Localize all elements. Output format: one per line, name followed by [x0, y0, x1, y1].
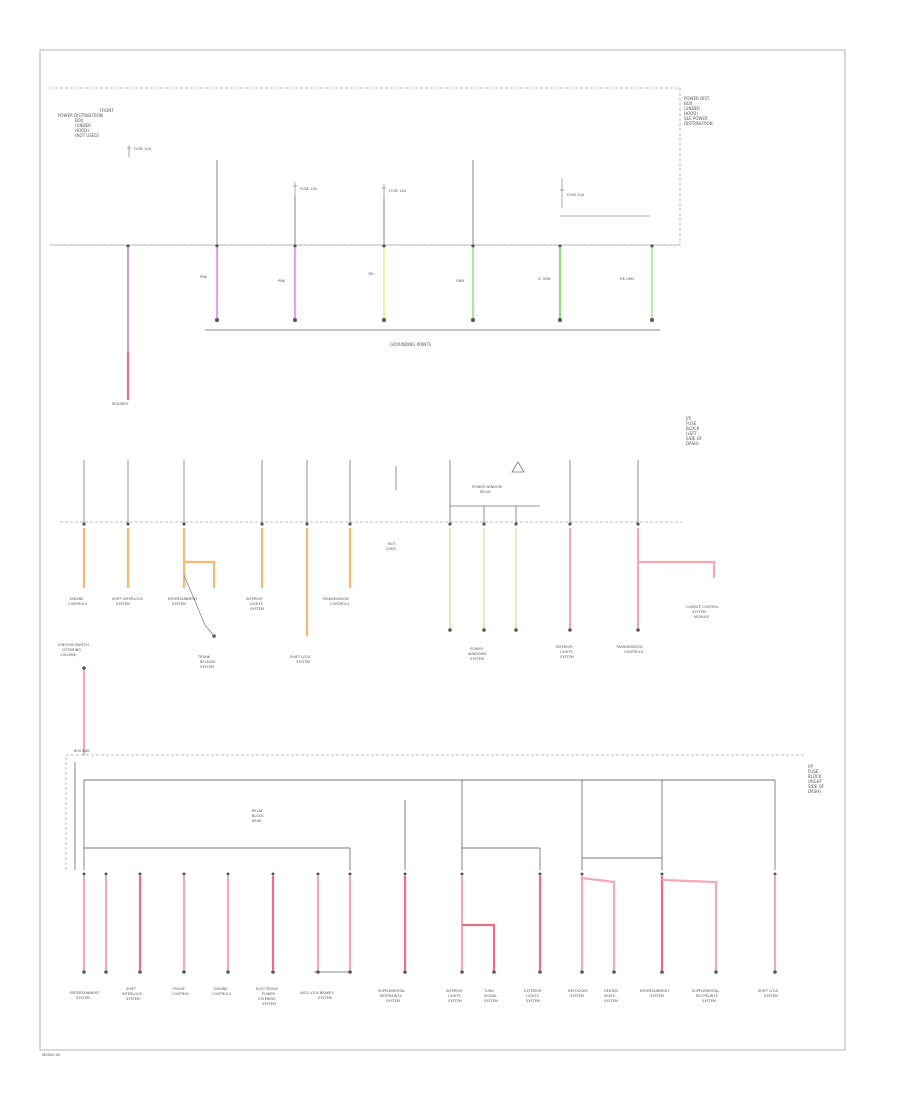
connector-dot: [126, 244, 654, 322]
top-box-left-label: FRONT POWER DISTRIBUTION BOX (UNDER HOOD…: [58, 108, 115, 138]
bottom-bus-lines: [74, 762, 776, 870]
mid-box-right-label: I/P FUSE BLOCK (LEFT SIDE OF DASH): [686, 416, 703, 446]
relay-label: POWER WINDOW RELAY: [472, 485, 503, 494]
svg-text:LT GRN: LT GRN: [538, 277, 551, 281]
bottom-box-outline: [65, 754, 805, 870]
bottom-section: BUS BAR I/P FUSE BLOCK (RIGHT SIDE OF DA…: [65, 749, 825, 1006]
fuse-label: FUSE 15A: [300, 187, 318, 191]
top-box-outline: [50, 87, 681, 246]
fuse-label: FUSE 20A: [567, 193, 585, 197]
wire-labels: PNK PNK YEL GRN LT GRN DK GRN: [200, 272, 634, 283]
connector-dot: [82, 872, 777, 974]
svg-text:GRN: GRN: [456, 279, 464, 283]
middle-section: I/P FUSE BLOCK (LEFT SIDE OF DASH) POWER…: [60, 416, 719, 669]
diagram-code: W0000-00: [42, 1053, 60, 1057]
red-wire-label: RED/WHT: [112, 402, 130, 406]
fuse-label: FUSE 10A: [134, 147, 152, 151]
mid-wires: [82, 528, 716, 636]
top-section: FRONT POWER DISTRIBUTION BOX (UNDER HOOD…: [50, 87, 713, 406]
connector-dot: [82, 522, 640, 638]
connector-dot: [82, 666, 86, 670]
fuse-label: FUSE 15A: [389, 189, 407, 193]
mid-fuse-lines: [83, 460, 639, 522]
relay-block-label: RELAY BLOCK REAR: [252, 809, 265, 823]
top-feed-lines: [216, 160, 474, 245]
bottom-box-right-label: I/P FUSE BLOCK (RIGHT SIDE OF DASH): [808, 764, 825, 794]
ignition-switch-label: IGNITION SWITCH (STEERING COLUMN): [58, 643, 90, 657]
bottom-wires: [82, 876, 777, 970]
switch-symbol: [183, 574, 215, 637]
svg-text:YEL: YEL: [368, 272, 374, 276]
bus-bar-label: BUS BAR: [74, 749, 90, 753]
top-wires: [126, 248, 654, 400]
svg-text:PNK: PNK: [200, 275, 208, 279]
top-box-right-label: POWER DIST. BOX (UNDER HOOD) SEE POWER D…: [684, 96, 713, 126]
grounding-label: GROUNDING POINTS: [390, 342, 432, 347]
svg-text:PNK: PNK: [278, 279, 286, 283]
svg-text:DK GRN: DK GRN: [620, 277, 634, 281]
fuse-symbol: [127, 145, 650, 217]
diagram-frame: [39, 49, 846, 1051]
